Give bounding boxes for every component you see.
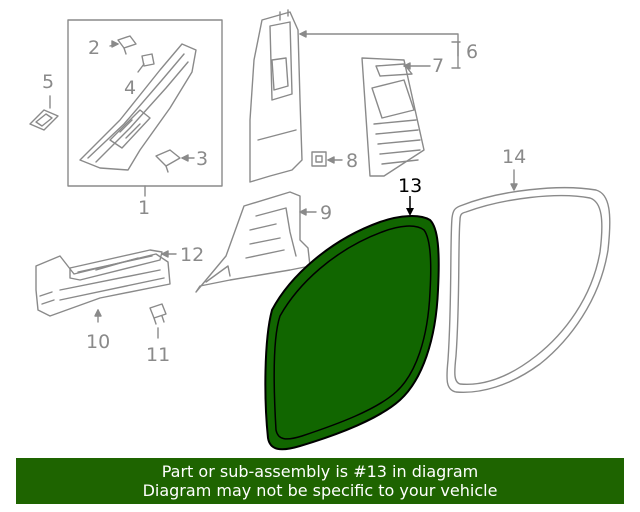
callout-5: 5	[42, 71, 54, 93]
callout-11: 11	[146, 344, 170, 366]
callout-6: 6	[466, 41, 478, 63]
part-b-pillar-panel	[361, 57, 431, 177]
callout-12: 12	[180, 244, 204, 266]
part-weatherstrip-14	[446, 169, 611, 393]
part-sill-plate	[69, 249, 177, 281]
part-b-pillar-lower	[195, 191, 317, 293]
banner-line-1: Part or sub-assembly is #13 in diagram	[161, 462, 479, 481]
part-6-bracket	[299, 30, 461, 69]
part-clip-11	[149, 303, 167, 339]
banner-line-2: Diagram may not be specific to your vehi…	[142, 481, 498, 500]
callout-13: 13	[398, 175, 422, 197]
callout-1: 1	[138, 197, 150, 219]
callout-4: 4	[124, 77, 136, 99]
callout-2: 2	[88, 37, 100, 59]
part-clip-3	[155, 149, 195, 173]
part-pad-5	[29, 95, 59, 131]
part-clip-4	[137, 53, 155, 73]
callout-10: 10	[86, 331, 110, 353]
callout-9: 9	[320, 202, 332, 224]
part-weatherstrip-13-highlighted	[264, 196, 440, 451]
part-sill-trim	[35, 253, 171, 323]
part-a-pillar-trim	[79, 43, 197, 171]
info-banner: Part or sub-assembly is #13 in diagram D…	[16, 458, 624, 504]
part-clip-2	[109, 35, 137, 55]
callout-14: 14	[502, 146, 526, 168]
callout-3: 3	[196, 148, 208, 170]
part-b-pillar-upper	[249, 9, 303, 183]
callout-8: 8	[346, 150, 358, 172]
part-clip-8	[311, 151, 343, 167]
callout-7: 7	[432, 55, 444, 77]
